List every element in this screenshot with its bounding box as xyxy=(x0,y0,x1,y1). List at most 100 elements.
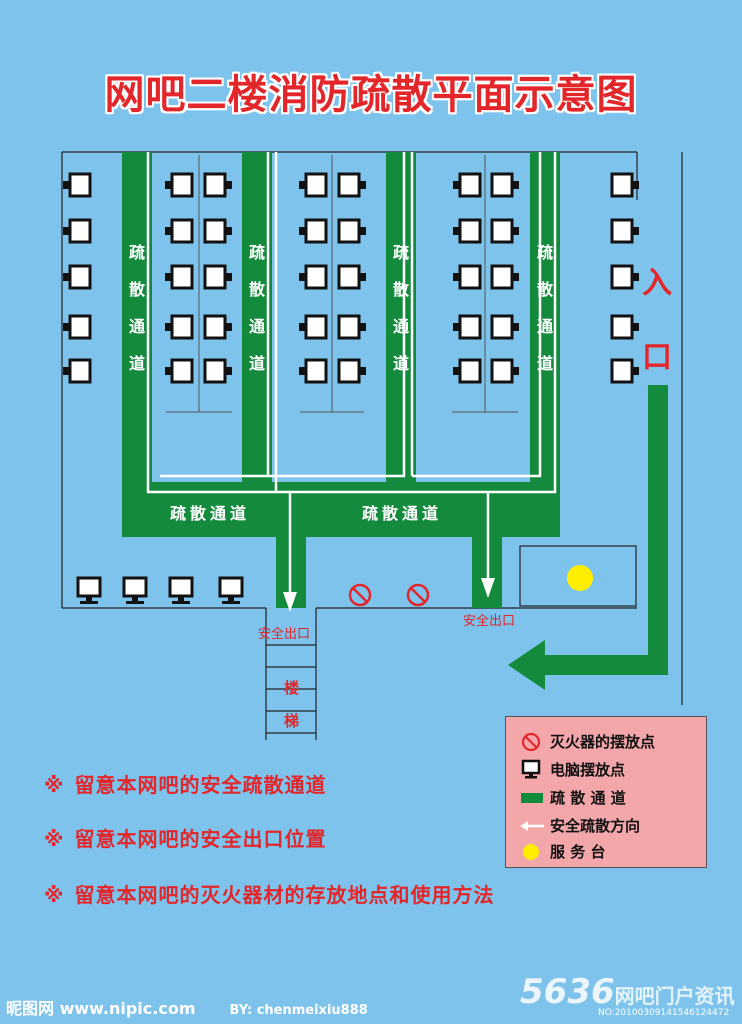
note-1: ※留意本网吧的安全疏散通道 xyxy=(44,769,326,798)
corridor-vertical-labels: 疏 散 通 道 疏 散 通 道 疏 散 通 道 疏 散 通 道 xyxy=(129,243,554,373)
extinguisher-icons xyxy=(348,583,430,607)
corridor-label-char: 疏 xyxy=(393,243,409,262)
legend-row-direction: 安全疏散方向 xyxy=(520,813,640,837)
computer-icon xyxy=(63,172,92,198)
legend-label: 安全疏散方向 xyxy=(550,816,641,835)
computer-icon xyxy=(168,576,194,604)
computer-icon xyxy=(453,358,482,384)
legend-label: 服 务 台 xyxy=(550,842,606,861)
computer-icon xyxy=(299,314,328,340)
computer-icon xyxy=(203,264,232,290)
corridor-swatch-icon xyxy=(520,787,544,807)
computer-icon xyxy=(610,172,639,198)
stairs xyxy=(266,644,316,734)
note-text: 留意本网吧的安全疏散通道 xyxy=(74,773,327,797)
computer-icon xyxy=(203,172,232,198)
service-desk-outline xyxy=(519,545,637,607)
corridor-label-char: 散 xyxy=(537,280,554,299)
computer-icon xyxy=(203,358,232,384)
computer-icon xyxy=(490,264,519,290)
computer-icon xyxy=(203,314,232,340)
stairs-labels: 楼 梯 xyxy=(284,679,299,730)
evacuation-arrows xyxy=(146,152,557,595)
corridor-label-3: 疏 散 通 道 xyxy=(393,243,410,373)
corridor-label-char: 道 xyxy=(129,354,145,373)
image-number: NO:20100309141546124472 xyxy=(598,1008,730,1018)
note-3: ※留意本网吧的灭火器材的存放地点和使用方法 xyxy=(44,879,494,908)
computer-icon xyxy=(63,358,92,384)
computer-icon xyxy=(490,314,519,340)
computer-icon xyxy=(122,576,148,604)
monitor-icon xyxy=(520,759,544,779)
corridor-label-char: 通 xyxy=(129,317,145,336)
computer-icon xyxy=(453,218,482,244)
computer-icon xyxy=(63,264,92,290)
entrance-label-top: 入 xyxy=(642,266,672,301)
computer-icon xyxy=(337,264,366,290)
computer-icon xyxy=(299,358,328,384)
computer-icon xyxy=(63,314,92,340)
note-mark: ※ xyxy=(44,883,65,907)
watermark-text: 网吧门户资讯 xyxy=(614,984,735,1008)
exit-labels: 安全出口 安全出口 xyxy=(258,613,515,642)
corridor-label-right: 疏散通道 xyxy=(362,504,442,523)
computer-icon xyxy=(453,264,482,290)
corridor-label-char: 散 xyxy=(393,280,410,299)
arrow-left-icon xyxy=(520,815,544,835)
computer-icon xyxy=(610,218,639,244)
note-mark: ※ xyxy=(44,827,65,851)
computer-icon xyxy=(63,218,92,244)
watermark-number: 5636 xyxy=(520,972,615,1012)
computer-icon xyxy=(610,264,639,290)
corridor-label-char: 散 xyxy=(249,280,266,299)
entrance-label-bottom: 口 xyxy=(642,340,672,375)
service-desk-dot-icon xyxy=(520,841,544,861)
footer-site: 昵图网 www.nipic.com xyxy=(6,999,196,1018)
corridor-label-char: 疏 xyxy=(129,243,145,262)
extinguisher-icon xyxy=(406,583,430,607)
computer-icon xyxy=(453,314,482,340)
legend-row-corridor: 疏 散 通 道 xyxy=(520,785,626,809)
computer-icon xyxy=(165,264,194,290)
stairs-label-bottom: 梯 xyxy=(284,712,299,730)
corridor-label-char: 通 xyxy=(249,317,265,336)
legend: 灭火器的摆放点 电脑摆放点 疏 散 通 道 安全疏散方向 服 务 台 xyxy=(505,716,707,868)
computers xyxy=(63,172,639,604)
exit-left-label: 安全出口 xyxy=(258,626,310,642)
corridor-label-char: 疏 xyxy=(537,243,553,262)
legend-label: 疏 散 通 道 xyxy=(550,788,626,807)
computer-icon xyxy=(165,358,194,384)
computer-icon xyxy=(490,358,519,384)
computer-icon xyxy=(337,172,366,198)
row-dividers xyxy=(166,155,518,413)
walls xyxy=(61,151,683,740)
legend-label: 电脑摆放点 xyxy=(550,760,626,779)
corridor-label-1: 疏 散 通 道 xyxy=(129,243,146,373)
computer-icon xyxy=(490,172,519,198)
entrance-labels: 入 口 xyxy=(642,266,672,375)
exit-right-label: 安全出口 xyxy=(463,613,515,629)
computer-icon xyxy=(165,218,194,244)
legend-label: 灭火器的摆放点 xyxy=(550,732,656,751)
corridor-label-char: 通 xyxy=(393,317,409,336)
computer-icon xyxy=(453,172,482,198)
computer-icon xyxy=(165,314,194,340)
corridor-label-char: 疏 xyxy=(249,243,265,262)
computer-icon xyxy=(299,172,328,198)
watermark: 5636网吧门户资讯 xyxy=(520,972,735,1012)
extinguisher-icon xyxy=(520,731,544,752)
computer-icon xyxy=(165,172,194,198)
corridor-label-char: 道 xyxy=(393,354,409,373)
corridor-label-2: 疏 散 通 道 xyxy=(249,243,266,373)
legend-row-service-desk: 服 务 台 xyxy=(520,839,605,863)
note-text: 留意本网吧的安全出口位置 xyxy=(74,827,327,851)
computer-icon xyxy=(337,218,366,244)
corridor-label-char: 通 xyxy=(537,317,553,336)
computer-icon xyxy=(299,264,328,290)
corridor-label-char: 道 xyxy=(537,354,553,373)
computer-icon xyxy=(337,314,366,340)
corridor-label-left: 疏散通道 xyxy=(170,504,250,523)
computer-icon xyxy=(610,314,639,340)
